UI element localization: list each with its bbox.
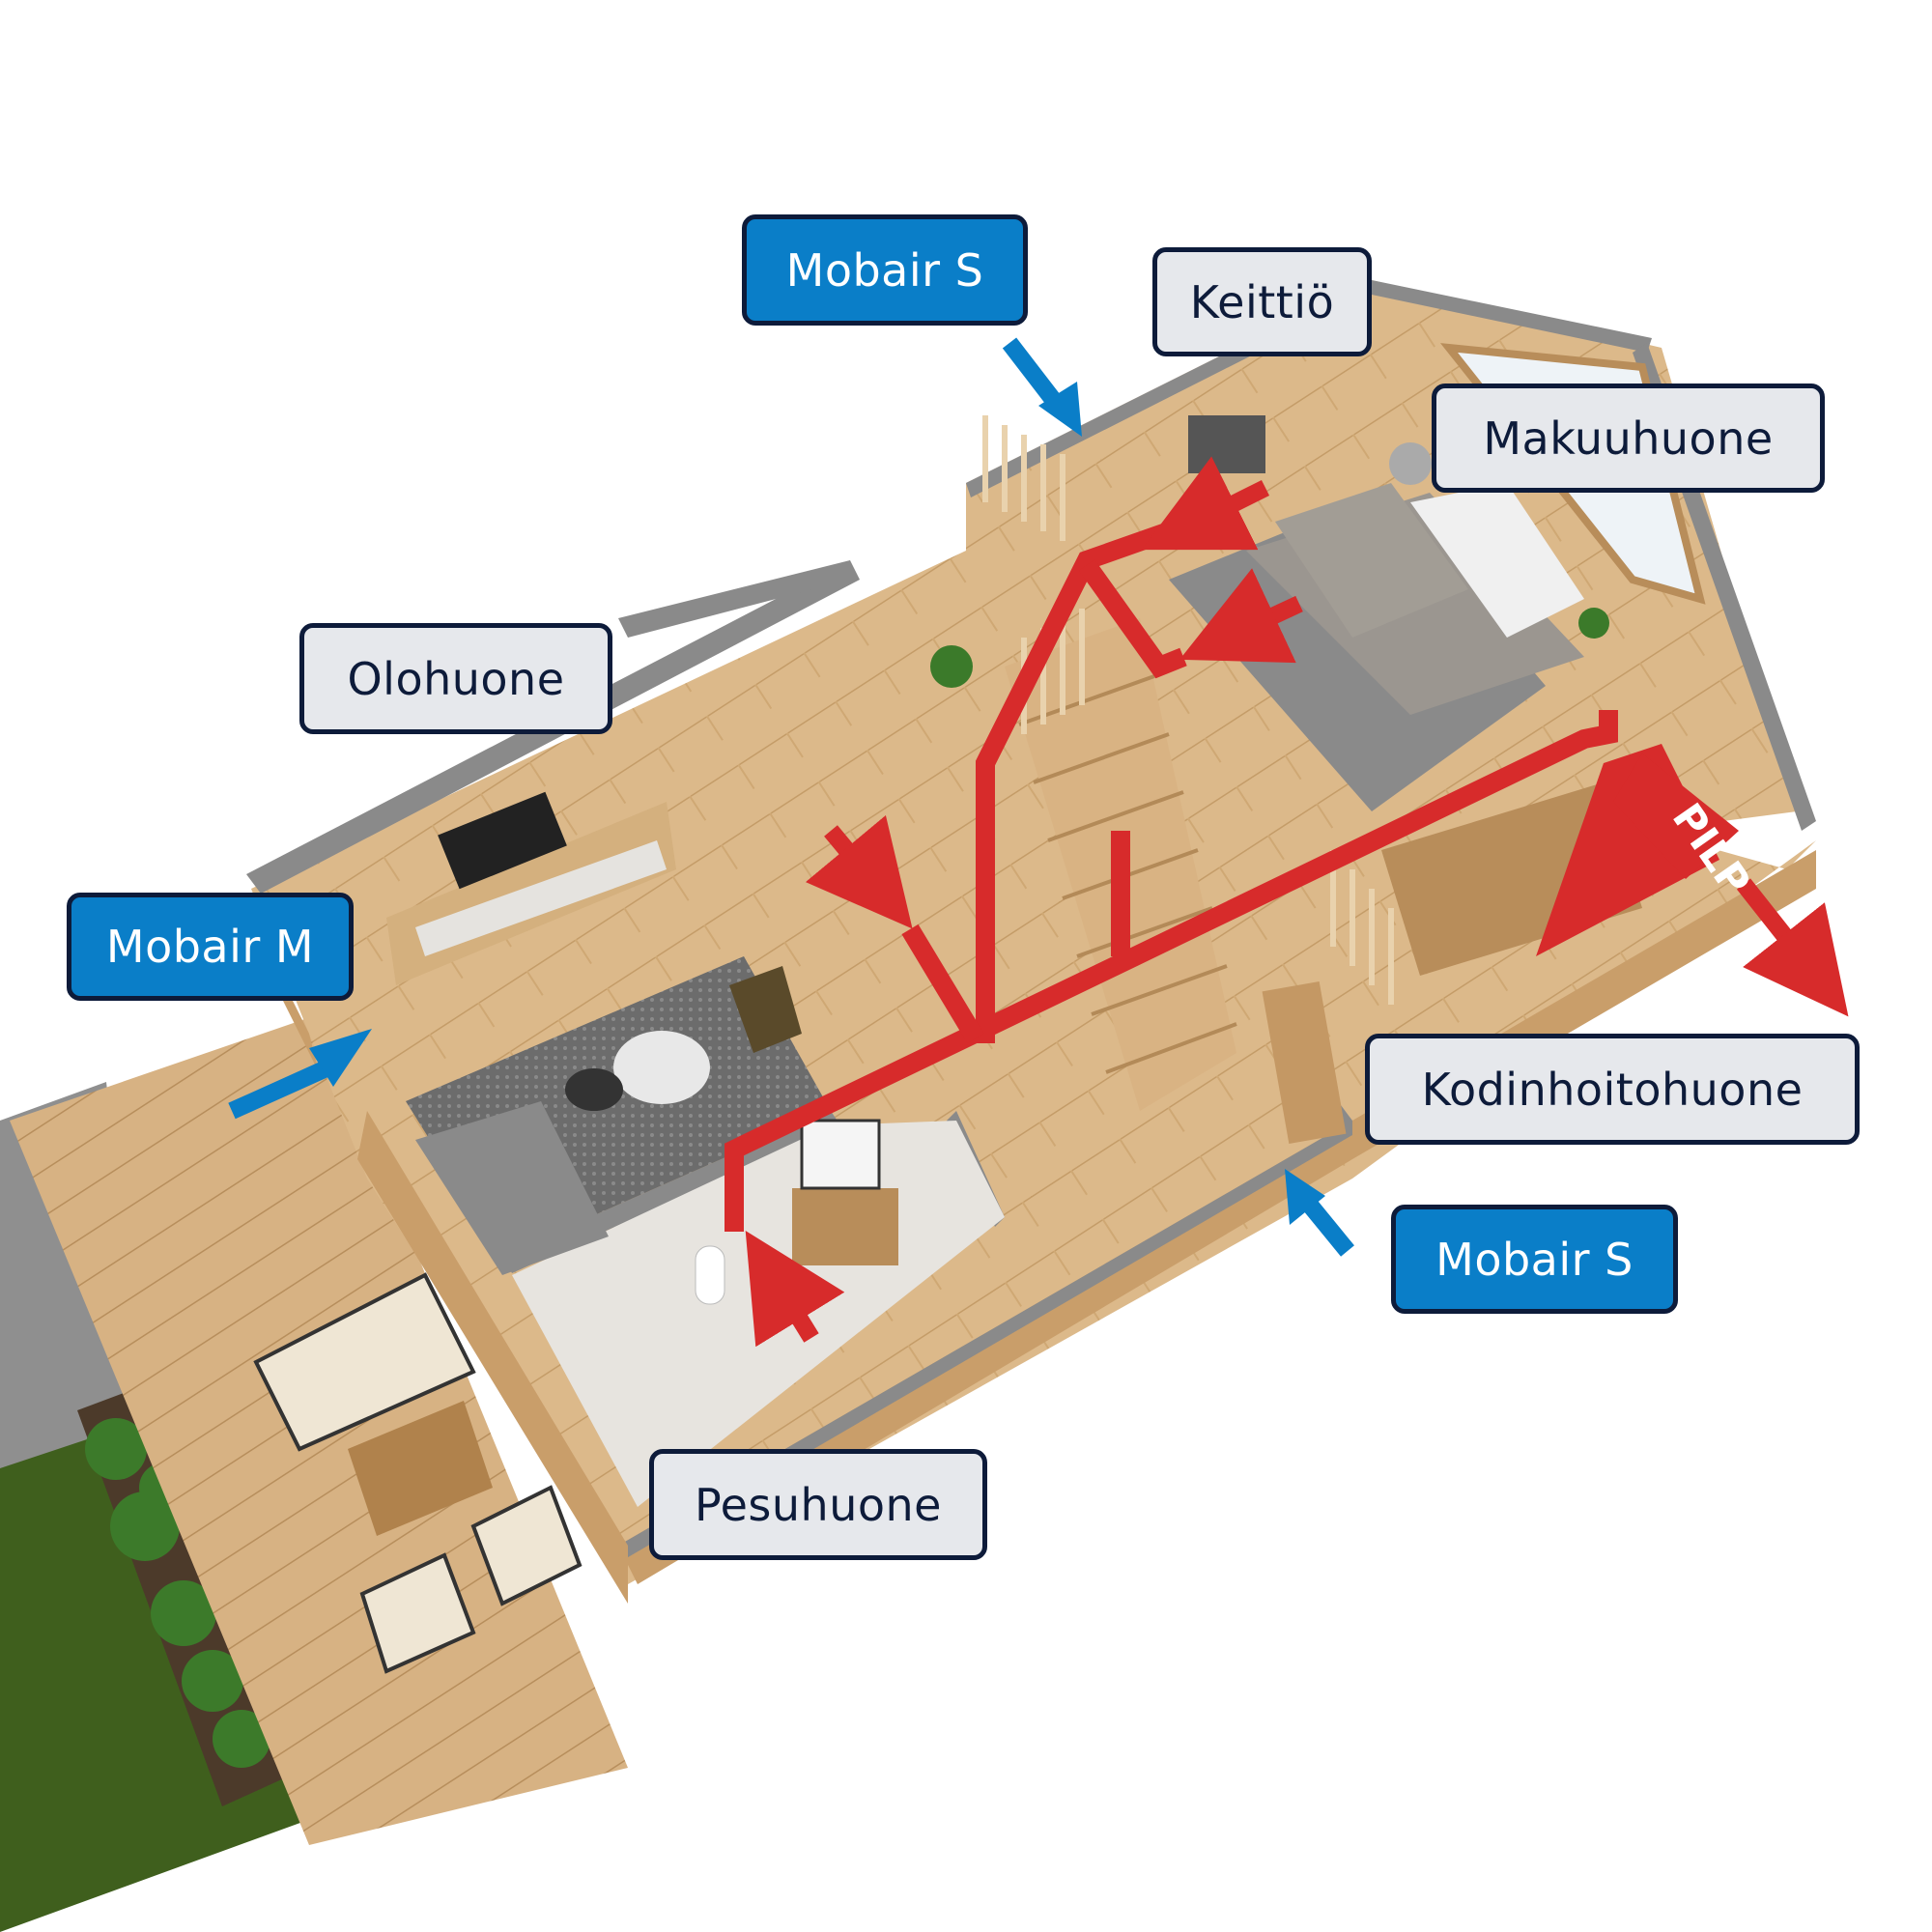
blue-arrow-icon (1038, 382, 1082, 437)
red-arrow-icon (1141, 456, 1270, 551)
label-keittio: Keittiö (1152, 247, 1372, 356)
blue-arrow-icon (309, 1029, 372, 1087)
label-olohuone: Olohuone (299, 623, 612, 734)
blue-arrow-icon (228, 1059, 332, 1120)
pilp-unit (1536, 744, 1739, 956)
red-arrow-icon (1179, 568, 1303, 664)
label-makuuhuone: Makuuhuone (1432, 384, 1825, 493)
label-mobair-s-right: Mobair S (1391, 1205, 1678, 1314)
red-arrow-icon (745, 1231, 845, 1348)
blue-arrow-icon (1285, 1169, 1325, 1225)
label-kodinhoitohuone: Kodinhoitohuone (1365, 1034, 1860, 1145)
red-arrows (745, 456, 1849, 1348)
main-duct (724, 710, 1618, 1232)
bedroom-branch-duct (1078, 559, 1187, 679)
living-room-furniture (386, 791, 831, 1275)
duct-network (724, 522, 1618, 1232)
label-mobair-m: Mobair M (67, 893, 354, 1001)
blue-arrow-icon (1002, 337, 1065, 412)
red-arrow-icon (805, 814, 913, 929)
label-mobair-s-top: Mobair S (742, 214, 1028, 326)
upper-duct (976, 522, 1173, 1043)
blue-arrows (228, 337, 1354, 1257)
red-arrow-icon (1736, 878, 1849, 1017)
plants (930, 608, 1609, 688)
label-pesuhuone: Pesuhuone (649, 1449, 987, 1560)
living-branch-duct (901, 923, 984, 1044)
